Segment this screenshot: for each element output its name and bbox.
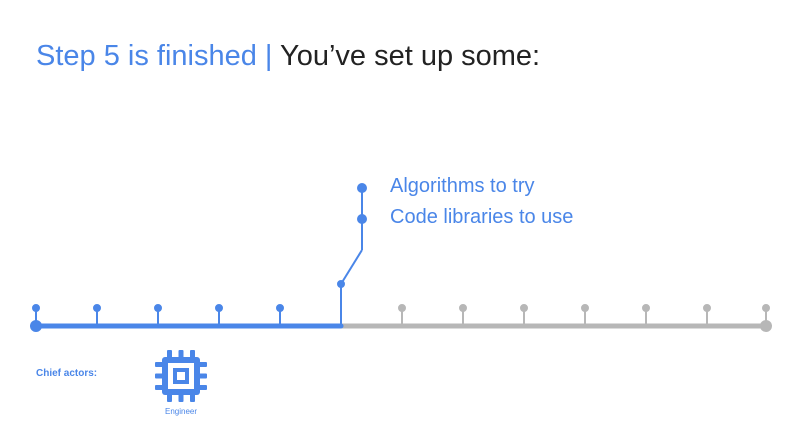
output-bullet: [357, 214, 367, 224]
current-step-branch: [337, 183, 367, 326]
step-tick-dot: [459, 304, 467, 312]
output-bullet: [357, 183, 367, 193]
step-tick-dot: [581, 304, 589, 312]
pending-step-ticks: [398, 304, 770, 326]
page-title: Step 5 is finished | You’ve set up some:: [36, 40, 540, 73]
step-tick-dot: [93, 304, 101, 312]
step-tick-dot: [703, 304, 711, 312]
step-tick-dot: [276, 304, 284, 312]
chip-icon: [155, 350, 207, 402]
step-tick-dot: [398, 304, 406, 312]
step-tick-dot: [154, 304, 162, 312]
output-item-code-libraries: Code libraries to use: [390, 206, 574, 228]
step-tick-dot: [32, 304, 40, 312]
actor-engineer-label: Engineer: [164, 407, 198, 416]
title-subtitle: You’ve set up some:: [280, 40, 541, 72]
step-tick-dot: [215, 304, 223, 312]
step-tick-dot: [762, 304, 770, 312]
branch-diagonal: [340, 249, 363, 285]
title-separator: |: [264, 40, 273, 72]
chief-actors-label: Chief actors:: [36, 368, 98, 379]
completed-step-ticks: [32, 304, 284, 326]
output-item-algorithms: Algorithms to try: [390, 175, 535, 197]
title-step: Step 5 is finished: [36, 40, 257, 72]
step-tick-dot: [520, 304, 528, 312]
step-tick-dot: [642, 304, 650, 312]
